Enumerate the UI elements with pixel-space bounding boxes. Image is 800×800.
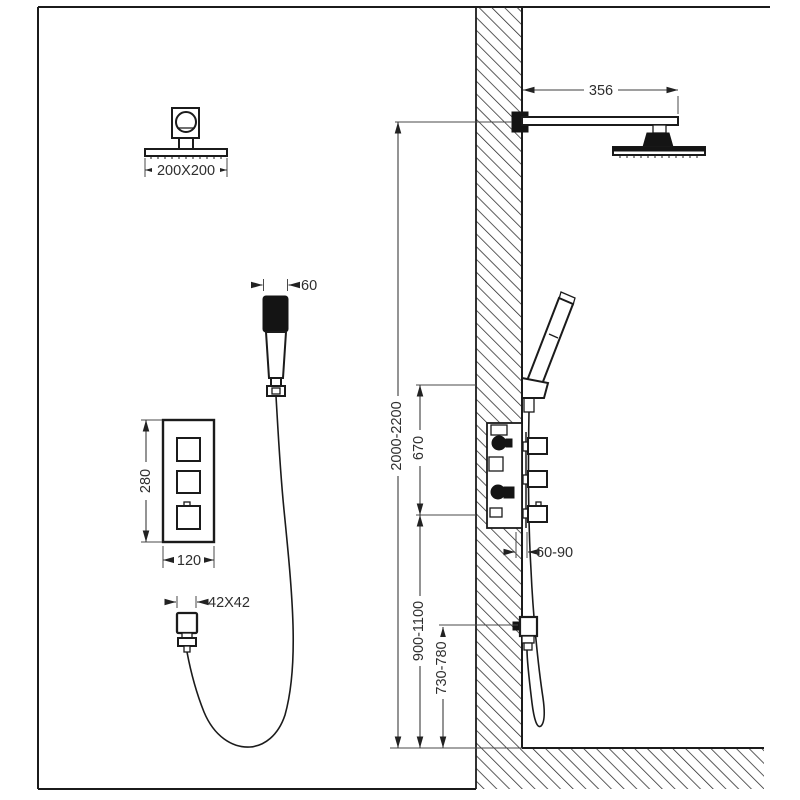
label-valve-to-holder: 670 [411,436,427,460]
label-overhead-size: 200X200 [157,163,215,179]
floor-section [390,747,764,789]
concealed-valve-elevation [486,422,548,529]
wall-outlet-front [175,611,199,653]
head-nozzles [619,155,698,158]
dim-valve-to-holder: 670 [411,384,476,516]
panel-knob-2 [176,470,201,494]
valve-knob-1 [527,437,548,455]
valve-knob-2 [527,470,548,488]
shower-arm-elevation [511,111,706,158]
label-overall-height: 2000-2200 [389,401,405,470]
label-handshower-width: 60 [301,278,317,294]
label-recess-depth: 60-90 [536,545,573,561]
shower-hose-elevation [526,411,546,728]
dim-overhead-size: 200X200 [144,158,228,179]
wall-outlet-elevation [512,615,539,651]
dim-arm-length: 356 [523,82,679,114]
shower-hose-front [186,395,295,748]
dim-overall-height: 2000-2200 [389,121,512,748]
panel-knob-1 [176,437,201,462]
dim-valve-height: 900-1100 [411,515,427,748]
label-panel-width: 120 [177,553,201,569]
dim-handshower-width: 60 [251,278,317,294]
hand-shower-front [262,295,289,397]
label-outlet-size: 42X42 [208,595,250,611]
label-panel-height: 280 [138,469,154,493]
panel-knob-3 [176,505,201,530]
label-arm-length: 356 [589,83,613,99]
label-valve-height: 900-1100 [411,601,427,661]
dim-outlet-height: 730-780 [434,624,518,748]
dim-outlet-size: 42X42 [164,595,250,611]
hand-shower-elevation [521,291,576,413]
label-outlet-height: 730-780 [434,641,450,694]
dim-recess-depth: 60-90 [503,532,573,561]
thermostat-panel [161,418,216,544]
nozzle-dots [150,156,222,159]
overhead-shower-head [144,107,228,159]
drawing-frame [37,6,770,790]
dim-panel-height: 280 [138,419,162,543]
wall-section [475,7,523,789]
valve-knob-3 [527,505,548,523]
dim-panel-width: 120 [162,546,215,569]
